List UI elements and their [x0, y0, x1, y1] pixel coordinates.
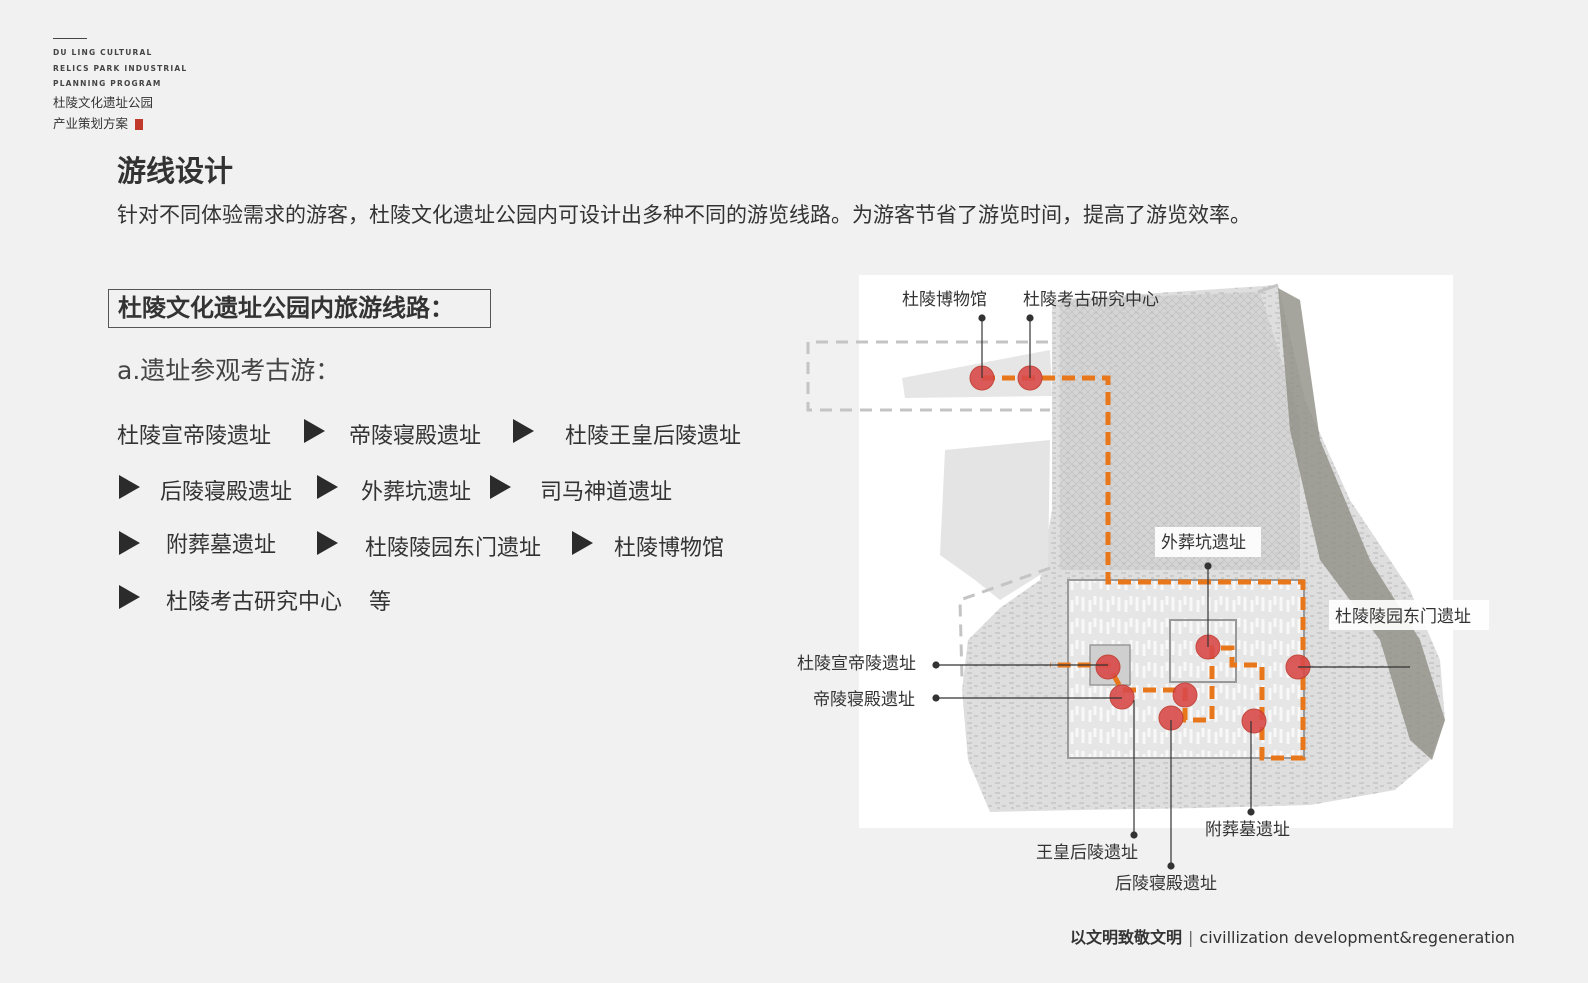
- play-arrow-icon: [513, 419, 534, 443]
- label-bg: [1155, 527, 1261, 557]
- label-emperor-palace: 帝陵寝殿遗址: [813, 689, 915, 710]
- route-stop: 后陵寝殿遗址: [160, 480, 293, 505]
- research-block: [940, 440, 1050, 600]
- play-arrow-icon: [317, 531, 338, 555]
- label-east-gate: 杜陵陵园东门遗址: [1335, 607, 1471, 627]
- label-empress-tomb: 王皇后陵遗址: [1036, 843, 1138, 863]
- label-empress-palace: 后陵寝殿遗址: [1115, 873, 1217, 894]
- play-arrow-icon: [317, 475, 338, 499]
- play-arrow-icon: [119, 475, 140, 499]
- xuandi-tomb-marker: [1095, 654, 1121, 680]
- empress-enclosure: [1169, 619, 1237, 683]
- route-box-title: 杜陵文化遗址公园内旅游线路：: [108, 289, 491, 328]
- dashed-outline: [1257, 283, 1279, 294]
- label-bg: [1329, 600, 1489, 630]
- dashed-outline: [958, 566, 1051, 681]
- play-arrow-icon: [304, 419, 325, 443]
- route-stop: 外葬坑遗址: [361, 480, 472, 505]
- map-labels: 杜陵博物馆 杜陵考古研究中心 外葬坑遗址 杜陵陵园东门遗址 杜陵宣帝陵遗址 帝陵…: [797, 290, 1471, 894]
- label-attached-tomb: 附葬墓遗址: [1205, 820, 1290, 840]
- brand-block: DU LING CULTURAL RELICS PARK INDUSTRIAL …: [53, 38, 187, 134]
- route-stop: 附葬墓遗址: [166, 533, 277, 558]
- label-research-center: 杜陵考古研究中心: [1023, 290, 1159, 310]
- play-arrow-icon: [490, 475, 511, 499]
- north-village-area: [1060, 292, 1300, 570]
- brand-en-line-1: DU LING CULTURAL: [53, 48, 153, 57]
- label-burial-pit: 外葬坑遗址: [1161, 533, 1246, 553]
- leader-lines: [932, 314, 1410, 870]
- play-arrow-icon: [572, 531, 593, 555]
- attached-tomb-marker: [1241, 708, 1267, 734]
- brand-en-line-2: RELICS PARK INDUSTRIAL: [53, 63, 188, 73]
- page-subtitle: 针对不同体验需求的游客，杜陵文化遗址公园内可设计出多种不同的游览线路。为游客节省…: [117, 203, 1251, 227]
- play-arrow-icon: [119, 585, 140, 609]
- river-bank: [1278, 288, 1445, 760]
- label-museum: 杜陵博物馆: [902, 290, 987, 310]
- footer-en: civillization development&regeneration: [1199, 928, 1515, 947]
- route-stop: 帝陵寝殿遗址: [349, 424, 482, 449]
- route-stop: 杜陵王皇后陵遗址: [565, 424, 742, 449]
- brand-cn-line-1: 杜陵文化遗址公园: [53, 94, 154, 110]
- route-stop: 杜陵博物馆: [614, 536, 725, 561]
- page-title: 游线设计: [117, 154, 234, 188]
- footer-slogan: 以文明致敬文明 | civillization development&regene…: [1070, 924, 1515, 948]
- brand-cn-line-2: 产业策划方案: [53, 115, 129, 131]
- brand-en-line-3: PLANNING PROGRAM: [53, 79, 162, 88]
- route-etc: 等: [369, 590, 392, 615]
- emperor-palace-marker: [1109, 684, 1135, 710]
- route-stop: 杜陵考古研究中心: [166, 590, 343, 615]
- route-stop: 杜陵陵园东门遗址: [365, 536, 542, 561]
- footer-cn: 以文明致敬文明: [1070, 928, 1183, 947]
- dashed-outline: [806, 340, 1050, 412]
- empress-tomb-marker: [1172, 682, 1198, 708]
- route-stop: 杜陵宣帝陵遗址: [117, 424, 272, 449]
- brand-rule: [53, 38, 87, 39]
- play-arrow-icon: [119, 531, 140, 555]
- label-xuandi-tomb: 杜陵宣帝陵遗址: [797, 654, 916, 674]
- seal-stamp-icon: [135, 118, 144, 130]
- footer-divider: |: [1188, 928, 1194, 947]
- route-stop: 司马神道遗址: [540, 480, 673, 505]
- brand-cn-row-2: 产业策划方案: [53, 113, 187, 134]
- route-subtitle: a.遗址参观考古游：: [117, 356, 341, 385]
- tour-route: [982, 375, 1306, 761]
